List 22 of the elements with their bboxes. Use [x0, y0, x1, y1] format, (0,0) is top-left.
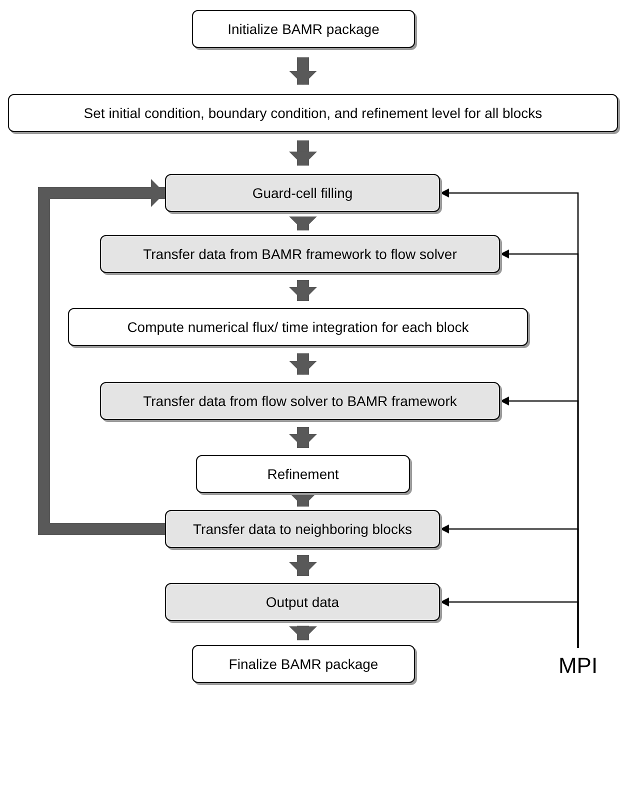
process-box: Transfer data from BAMR framework to flow solver [100, 235, 500, 273]
arrow [289, 492, 317, 507]
mpi-label: MPI [550, 648, 606, 682]
process-box: Initialize BAMR package [192, 10, 415, 48]
arrow [289, 280, 317, 301]
arrow [289, 140, 317, 166]
process-box: Refinement [196, 455, 410, 493]
arrow [289, 626, 317, 640]
arrow [38, 179, 165, 535]
process-box: Output data [165, 583, 440, 621]
arrow [440, 598, 579, 648]
arrow [289, 57, 317, 85]
process-box: Set initial condition, boundary condition, and refinement level for all blocks [8, 94, 618, 132]
arrow [289, 427, 317, 448]
process-box: Finalize BAMR package [192, 645, 415, 683]
arrow [289, 216, 317, 230]
arrow [289, 555, 317, 576]
arrow [289, 353, 317, 375]
process-box: Transfer data from flow solver to BAMR framework [100, 382, 500, 420]
process-box: Compute numerical flux/ time integration for each block [68, 308, 528, 346]
process-box: Guard-cell filling [165, 174, 440, 212]
process-box: Transfer data to neighboring blocks [165, 510, 440, 548]
